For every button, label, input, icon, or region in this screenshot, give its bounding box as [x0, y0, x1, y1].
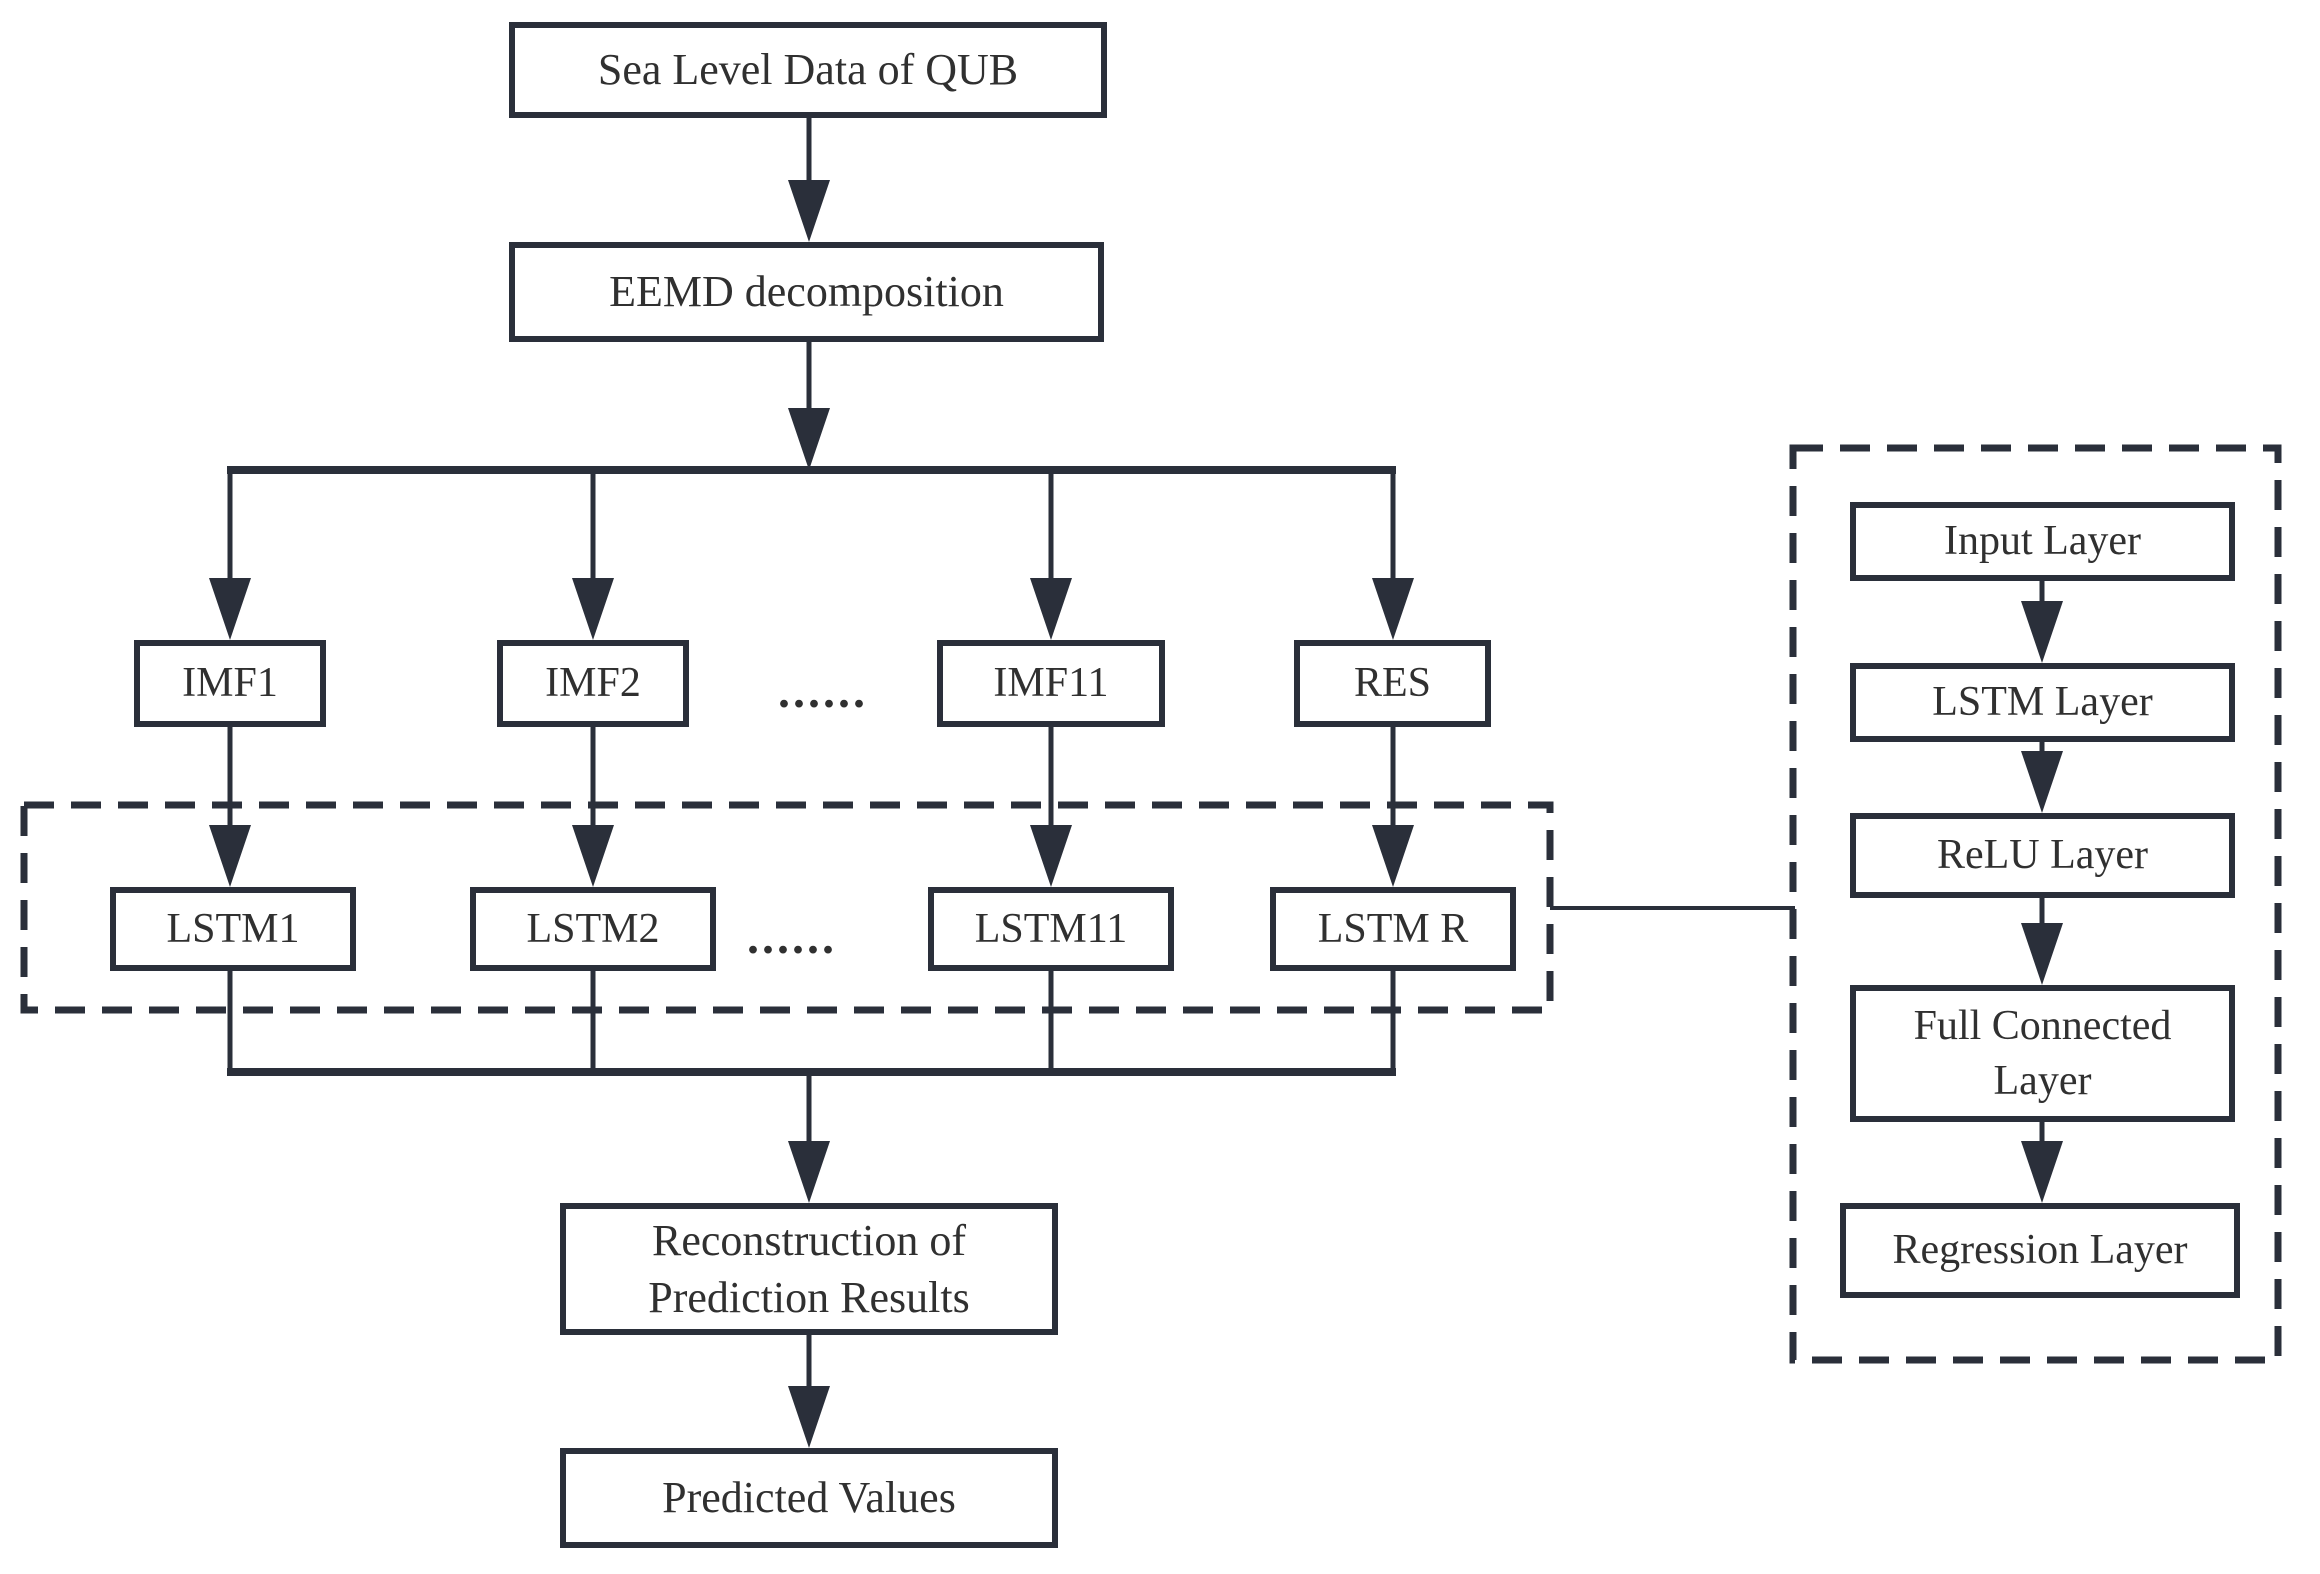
- arrow-head: [209, 825, 251, 887]
- arrow-source-to-eemd: [788, 116, 830, 242]
- box-regression-layer: Regression Layer: [1840, 1203, 2240, 1298]
- arrow-head: [209, 578, 251, 640]
- box-lstm1: LSTM1: [110, 887, 356, 971]
- arrow-eemd-to-branch: [788, 340, 830, 470]
- arrow-head: [2021, 923, 2063, 985]
- box-lstm-r: LSTM R: [1270, 887, 1516, 971]
- box-imf2: IMF2: [497, 640, 689, 727]
- box-reconstruction: Reconstruction of Prediction Results: [560, 1203, 1058, 1335]
- arrow-relu-to-fullconnected: [2021, 896, 2063, 985]
- arrow-head: [788, 1141, 830, 1203]
- box-imf1: IMF1: [134, 640, 326, 727]
- box-lstm2: LSTM2: [470, 887, 716, 971]
- arrow-head: [572, 578, 614, 640]
- arrow-branch-to-res: [1372, 466, 1414, 640]
- arrow-fullconnected-to-regression: [2021, 1120, 2063, 1203]
- box-input-layer: Input Layer: [1850, 502, 2235, 581]
- arrow-branch-to-imf2: [572, 466, 614, 640]
- box-full-connected-layer: Full Connected Layer: [1850, 985, 2235, 1122]
- arrow-head: [788, 1386, 830, 1448]
- box-lstm-layer: LSTM Layer: [1850, 663, 2235, 742]
- arrow-imf1-to-lstm1: [209, 725, 251, 887]
- arrow-head: [572, 825, 614, 887]
- box-predicted-values: Predicted Values: [560, 1448, 1058, 1548]
- arrow-reconstruction-to-predicted: [788, 1333, 830, 1448]
- box-sea-level-data: Sea Level Data of QUB: [509, 22, 1107, 118]
- arrow-branch-to-imf1: [209, 466, 251, 640]
- arrow-head: [2021, 751, 2063, 813]
- lstm-group-dashed-border: [20, 801, 1554, 1014]
- arrow-bus-to-reconstruction: [788, 1068, 830, 1203]
- box-relu-layer: ReLU Layer: [1850, 813, 2235, 898]
- arrow-head: [1372, 578, 1414, 640]
- arrow-head: [2021, 601, 2063, 663]
- arrow-res-to-lstmr: [1372, 725, 1414, 887]
- box-lstm11: LSTM11: [928, 887, 1174, 971]
- imf-row-ellipsis: ......: [778, 665, 868, 718]
- arrow-head: [1372, 825, 1414, 887]
- arrow-imf11-to-lstm11: [1030, 725, 1072, 887]
- arrow-head: [1030, 825, 1072, 887]
- box-imf11: IMF11: [937, 640, 1165, 727]
- lstm-row-ellipsis: ......: [747, 910, 837, 964]
- arrow-imf2-to-lstm2: [572, 725, 614, 887]
- box-res: RES: [1294, 640, 1491, 727]
- arrow-lstm-layer-to-relu: [2021, 740, 2063, 813]
- detail-panel-dashed-border: [1789, 444, 2282, 1364]
- arrow-head: [788, 180, 830, 242]
- arrow-head: [788, 408, 830, 470]
- arrow-branch-to-imf11: [1030, 466, 1072, 640]
- arrow-head: [1030, 578, 1072, 640]
- box-eemd-decomposition: EEMD decomposition: [509, 242, 1104, 342]
- arrow-input-to-lstm-layer: [2021, 579, 2063, 663]
- arrow-head: [2021, 1141, 2063, 1203]
